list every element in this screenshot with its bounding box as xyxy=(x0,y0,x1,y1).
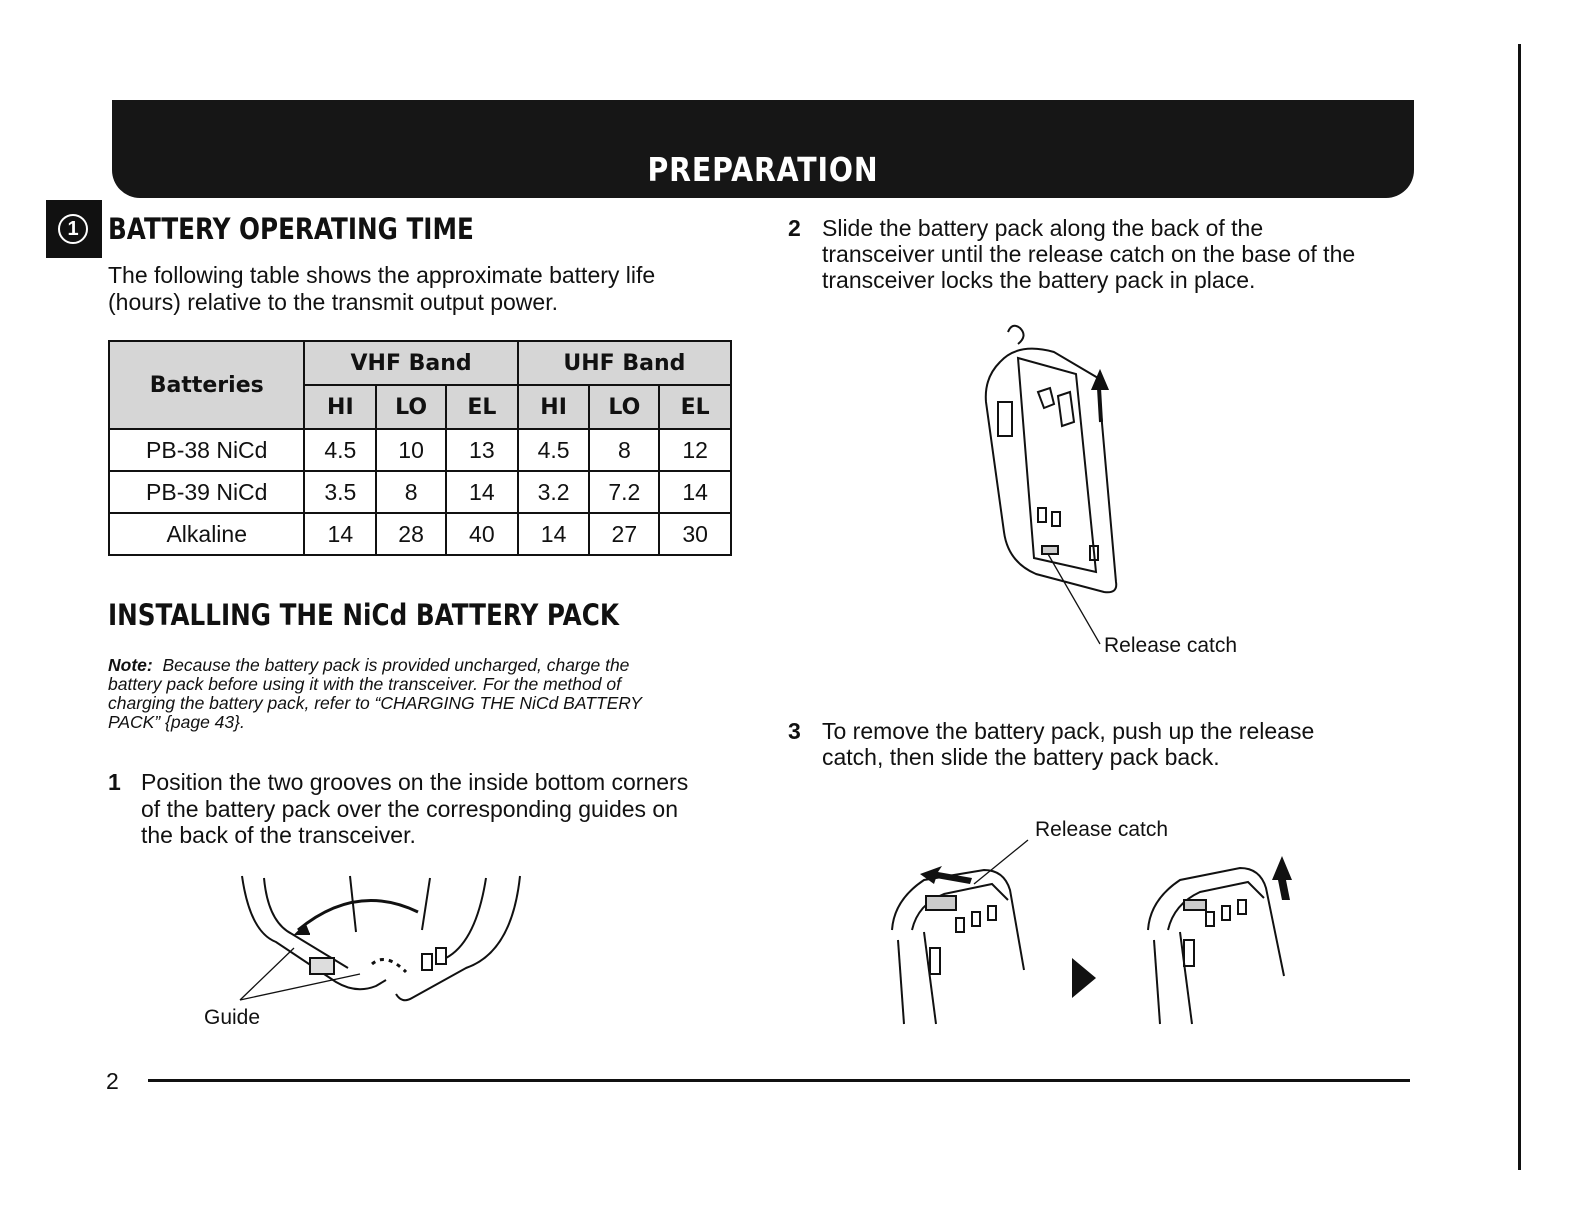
table-cell: 4.5 xyxy=(303,428,378,472)
guide-illustration xyxy=(239,875,521,1002)
guide-caption: Guide xyxy=(204,1006,261,1029)
table-header-uhf-lo: LO xyxy=(588,384,661,430)
step-3-line-1: To remove the battery pack, push up the … xyxy=(822,718,1315,744)
battery-intro-line-2: (hours) relative to the transmit output … xyxy=(108,289,558,315)
transceiver-back-illustration xyxy=(984,324,1118,645)
step-1-line-3: the back of the transceiver. xyxy=(141,822,416,848)
table-cell: 28 xyxy=(375,512,447,556)
table-cell: 14 xyxy=(444,470,519,514)
step-2-line-1: Slide the battery pack along the back of… xyxy=(822,215,1264,241)
step-number-1: 1 xyxy=(108,769,121,795)
install-section-heading: INSTALLING THE NiCd BATTERY PACK xyxy=(108,598,619,632)
table-header-uhf-el: EL xyxy=(658,384,732,430)
step-number-2: 2 xyxy=(788,215,801,241)
table-cell: 7.2 xyxy=(588,470,661,514)
chapter-number-badge: 1 xyxy=(58,214,88,244)
table-cell-battery: Alkaline xyxy=(107,512,306,556)
table-cell: 13 xyxy=(444,428,519,472)
release-catch-caption-1: Release catch xyxy=(1104,634,1238,657)
table-header-vhf-hi: HI xyxy=(303,384,378,430)
page-section-title: PREPARATION xyxy=(647,150,879,189)
table-header-batteries: Batteries xyxy=(107,340,306,430)
table-header-uhf: UHF Band xyxy=(516,340,733,386)
table-cell: 3.2 xyxy=(516,470,591,514)
page-edge-rule xyxy=(1518,44,1521,1170)
table-cell: 4.5 xyxy=(516,428,591,472)
note-line-4: PACK” {page 43}. xyxy=(108,712,245,732)
note-label: Note: xyxy=(108,655,153,675)
step-number-3: 3 xyxy=(788,718,801,744)
table-cell: 14 xyxy=(516,512,591,556)
step-2-line-2: transceiver until the release catch on t… xyxy=(822,241,1356,267)
note-line-2: battery pack before using it with the tr… xyxy=(108,674,621,694)
table-cell: 40 xyxy=(444,512,519,556)
page-number: 2 xyxy=(106,1068,119,1094)
table-cell: 14 xyxy=(658,470,732,514)
battery-section-heading: BATTERY OPERATING TIME xyxy=(108,212,474,246)
footer-rule xyxy=(148,1079,1410,1082)
table-cell: 10 xyxy=(375,428,447,472)
table-cell: 8 xyxy=(375,470,447,514)
battery-intro-line-1: The following table shows the approximat… xyxy=(108,262,656,288)
table-cell-battery: PB-38 NiCd xyxy=(107,428,306,472)
table-cell-battery: PB-39 NiCd xyxy=(107,470,306,514)
battery-removal-illustration xyxy=(891,839,1292,1025)
step-3-line-2: catch, then slide the battery pack back. xyxy=(822,744,1220,770)
step-2-line-3: transceiver locks the battery pack in pl… xyxy=(822,267,1256,293)
table-row: PB-39 NiCd 3.5 8 14 3.2 7.2 14 xyxy=(107,470,732,514)
table-cell: 12 xyxy=(658,428,732,472)
table-header-vhf-el: EL xyxy=(444,384,519,430)
note-line-3: charging the battery pack, refer to “CHA… xyxy=(108,693,642,713)
table-cell: 30 xyxy=(658,512,732,556)
table-header-vhf: VHF Band xyxy=(303,340,519,386)
table-header-vhf-lo: LO xyxy=(375,384,447,430)
table-cell: 14 xyxy=(303,512,378,556)
table-cell: 27 xyxy=(588,512,661,556)
step-1-line-1: Position the two grooves on the inside b… xyxy=(141,769,689,795)
table-header-uhf-hi: HI xyxy=(516,384,591,430)
note-text-1: Because the battery pack is provided unc… xyxy=(162,655,630,675)
battery-life-table: Batteries VHF Band UHF Band HI LO EL HI … xyxy=(107,340,733,556)
release-catch-caption-2: Release catch xyxy=(1035,818,1169,841)
table-cell: 8 xyxy=(588,428,661,472)
table-cell: 3.5 xyxy=(303,470,378,514)
step-1-line-2: of the battery pack over the correspondi… xyxy=(141,796,679,822)
table-row: PB-38 NiCd 4.5 10 13 4.5 8 12 xyxy=(107,428,732,472)
note-line-1: Note: Because the battery pack is provid… xyxy=(108,656,629,675)
header-banner xyxy=(112,100,1414,198)
table-row: Alkaline 14 28 40 14 27 30 xyxy=(107,512,732,556)
